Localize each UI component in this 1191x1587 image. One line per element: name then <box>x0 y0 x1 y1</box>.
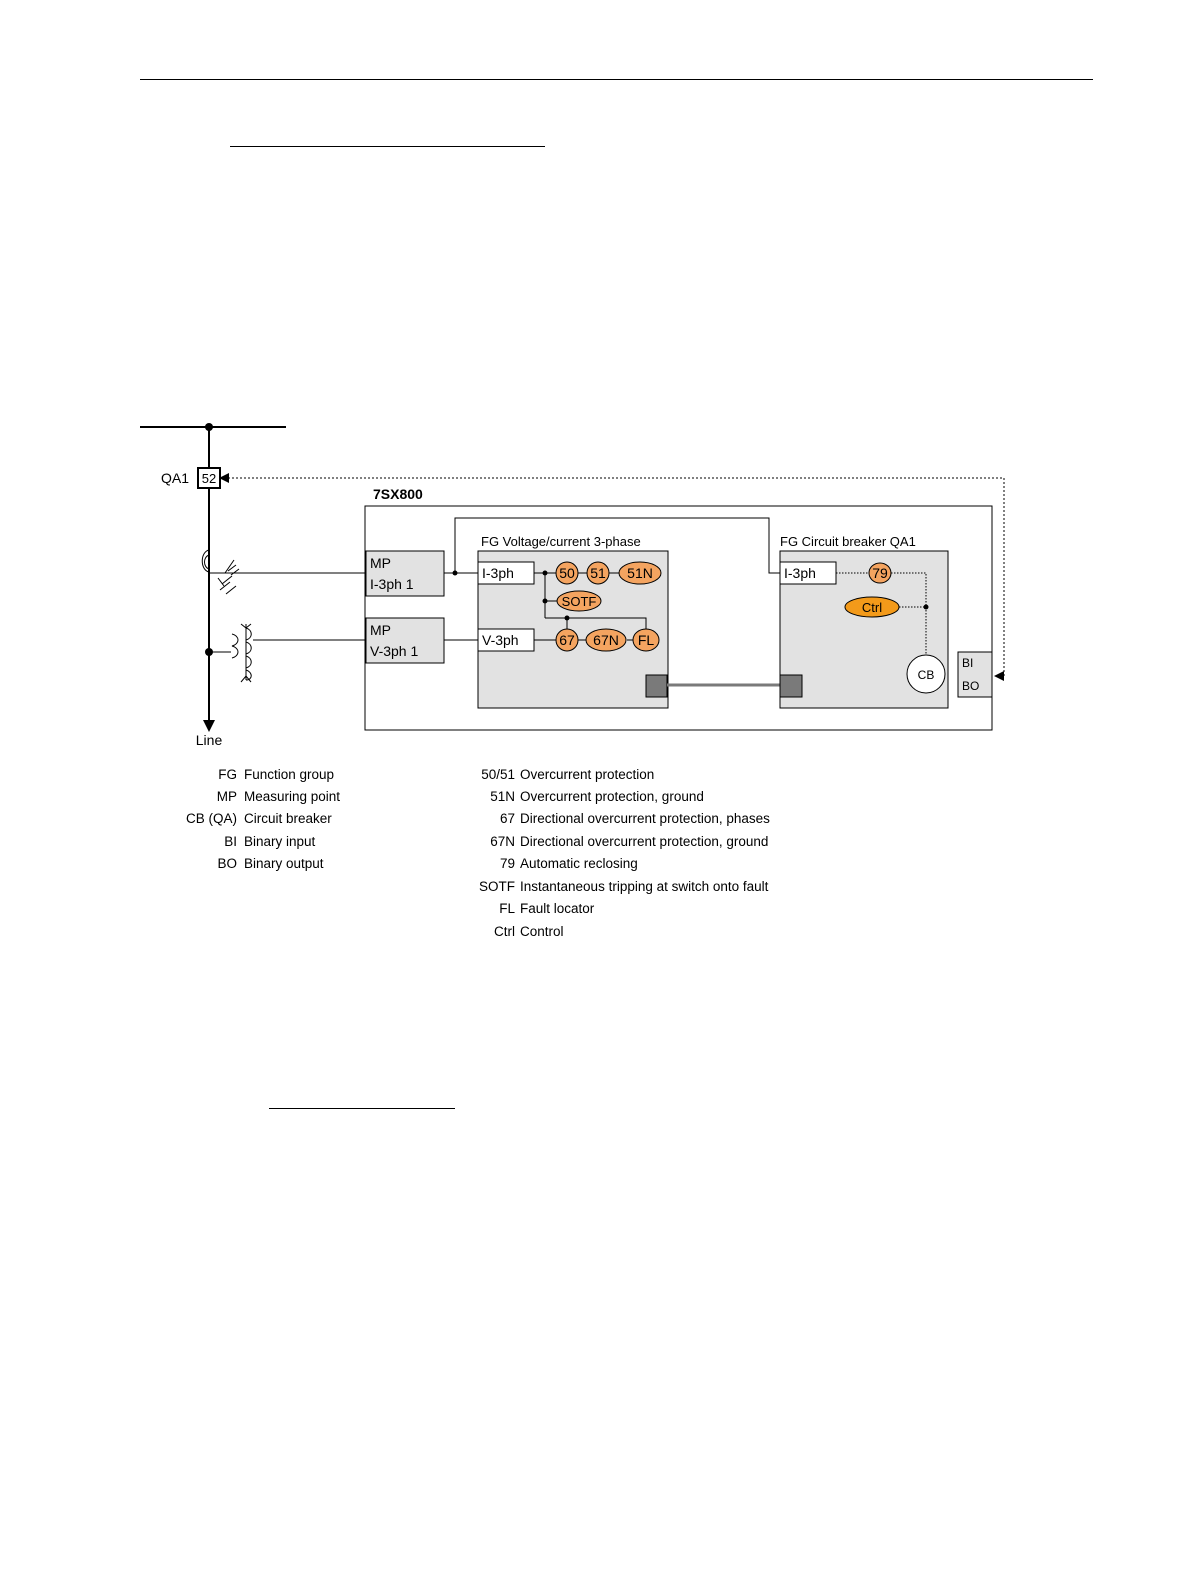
legend-left-row: MP <box>216 789 237 804</box>
function-51n-label: 51N <box>627 565 653 581</box>
function-79[interactable]: 79 <box>868 562 892 584</box>
function-ctrl-label: Ctrl <box>862 600 882 615</box>
mp-current-name: I-3ph 1 <box>370 576 414 592</box>
legend-right-row: 79 <box>499 856 515 871</box>
legend-right-row: 51N <box>490 789 515 804</box>
function-67n-label: 67N <box>593 632 619 648</box>
legend-right-row: FL <box>499 901 515 916</box>
legend-left-row: CB (QA) <box>185 811 237 826</box>
function-67-label: 67 <box>559 632 575 648</box>
function-fl[interactable]: FL <box>632 628 660 652</box>
protection-diagram: 52 QA1 Line 7SX800 MP I-3ph <box>140 423 1005 748</box>
fg-vi-voltage-label: V-3ph <box>482 632 519 648</box>
breaker-label: QA1 <box>161 470 189 486</box>
voltage-transformer-icon <box>209 623 366 683</box>
mp-connections <box>444 517 780 641</box>
fg-cb-node <box>923 604 929 610</box>
function-fl-label: FL <box>638 632 655 648</box>
mp-voltage-box[interactable]: MP V-3ph 1 <box>365 617 445 664</box>
binary-output-label: BO <box>962 679 979 693</box>
binary-input-label: BI <box>962 656 973 670</box>
line-arrow <box>203 720 215 732</box>
mp-voltage-title: MP <box>370 622 391 638</box>
current-transformer-icon <box>201 549 366 595</box>
device-name: 7SX800 <box>373 486 423 502</box>
trip-path-dotted <box>219 473 1005 676</box>
function-sotf-label: SOTF <box>562 594 597 609</box>
function-sotf[interactable]: SOTF <box>556 590 602 612</box>
line-label: Line <box>196 732 223 748</box>
cb-element[interactable]: CB <box>906 654 946 694</box>
fg-vi-connector <box>645 674 668 698</box>
legend-right-row: Ctrl <box>494 924 515 939</box>
legend-left-row: FG <box>218 767 237 782</box>
function-79-label: 79 <box>872 565 888 581</box>
fg-vi-wiring <box>534 570 647 641</box>
mp-voltage-name: V-3ph 1 <box>370 643 418 659</box>
legend-left-row: BO <box>217 856 237 871</box>
legend-right-row: 50/51 <box>481 767 515 782</box>
function-51[interactable]: 51 <box>586 561 610 585</box>
legend-right-row: 67N <box>490 834 515 849</box>
mp-current-title: MP <box>370 555 391 571</box>
fg-cb-title: FG Circuit breaker QA1 <box>780 534 916 549</box>
fg-cb-connector <box>779 674 803 698</box>
fg-cb-current-label: I-3ph <box>784 565 816 581</box>
function-ctrl[interactable]: Ctrl <box>844 596 900 618</box>
page-header-rule <box>140 79 1093 80</box>
function-51-label: 51 <box>590 565 606 581</box>
fg-cb-wiring <box>836 572 927 655</box>
legend-right-row: SOTF <box>479 879 515 894</box>
function-67n[interactable]: 67N <box>585 628 627 652</box>
breaker-code: 52 <box>202 471 216 486</box>
function-51n[interactable]: 51N <box>618 561 662 585</box>
cb-element-label: CB <box>918 668 935 682</box>
fg-vi-current-label: I-3ph <box>482 565 514 581</box>
heading-underline-2 <box>269 1108 455 1109</box>
legend-left-row: BI <box>224 834 237 849</box>
legend-right-row: 67 <box>499 811 515 826</box>
function-50-label: 50 <box>559 565 575 581</box>
function-50[interactable]: 50 <box>555 561 579 585</box>
heading-underline <box>230 146 545 147</box>
mp-current-box[interactable]: MP I-3ph 1 <box>365 550 445 597</box>
binary-io-box[interactable]: BI BO <box>957 651 993 698</box>
fg-vi-title: FG Voltage/current 3-phase <box>481 534 641 549</box>
function-67[interactable]: 67 <box>555 628 579 652</box>
